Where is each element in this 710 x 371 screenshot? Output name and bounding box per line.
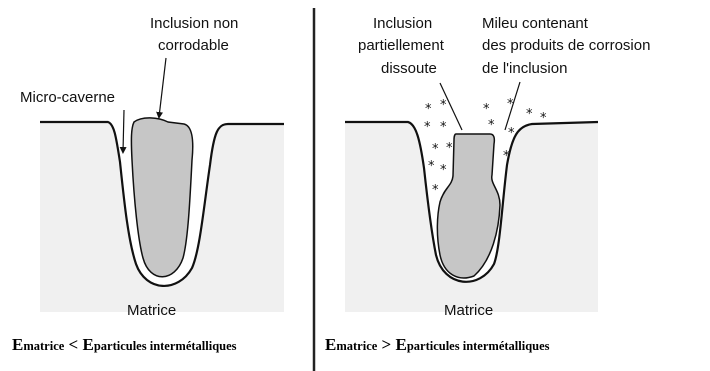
right-matrix-label: Matrice xyxy=(444,302,493,319)
right-caption: Ematrice > Eparticules intermétalliques xyxy=(325,335,550,354)
right-panel: Inclusion partiellement dissoute Mileu c… xyxy=(325,15,650,354)
corrosion-product-star: * xyxy=(425,102,432,117)
right-medium-label-line2: des produits de corrosion xyxy=(482,37,650,54)
left-panel: Inclusion non corrodable Micro-caverne M… xyxy=(12,15,284,354)
left-caption-sub2: particules intermétalliques xyxy=(94,339,237,353)
corrosion-product-star: * xyxy=(526,107,533,122)
right-caption-sub1: matrice xyxy=(336,339,377,353)
corrosion-product-star: * xyxy=(424,120,431,135)
left-inclusion-label-line1: Inclusion non xyxy=(150,15,238,32)
corrosion-product-star: * xyxy=(483,102,490,117)
corrosion-product-star: * xyxy=(428,159,435,174)
right-caption-e2: E xyxy=(395,335,406,354)
right-medium-label-line3: de l'inclusion xyxy=(482,60,567,77)
right-caption-op: > xyxy=(377,335,395,354)
right-caption-sub2: particules intermétalliques xyxy=(407,339,550,353)
left-cavern-label: Micro-caverne xyxy=(20,89,115,106)
left-caption: Ematrice < Eparticules intermétalliques xyxy=(12,335,237,354)
corrosion-products: **************** xyxy=(424,97,547,198)
corrosion-product-star: * xyxy=(440,163,447,178)
corrosion-product-star: * xyxy=(503,149,510,164)
left-cavern-pointer xyxy=(119,109,127,154)
right-matrix xyxy=(345,122,598,312)
corrosion-product-star: * xyxy=(432,183,439,198)
right-inclusion-pointer xyxy=(439,82,463,131)
right-inclusion-label-line2: partiellement xyxy=(358,37,445,54)
corrosion-product-star: * xyxy=(440,120,447,135)
corrosion-product-star: * xyxy=(540,111,547,126)
right-inclusion xyxy=(436,133,501,279)
corrosion-product-star: * xyxy=(507,97,514,112)
corrosion-product-star: * xyxy=(440,98,447,113)
corrosion-product-star: * xyxy=(432,142,439,157)
right-inclusion-label-line1: Inclusion xyxy=(373,15,432,32)
right-medium-pointer xyxy=(504,81,521,131)
left-caption-op: < xyxy=(64,335,82,354)
right-medium-label-line1: Mileu contenant xyxy=(482,15,589,32)
corrosion-product-star: * xyxy=(488,118,495,133)
left-caption-e1: E xyxy=(12,335,23,354)
left-pit-outline xyxy=(40,120,284,287)
left-caption-e2: E xyxy=(82,335,93,354)
left-inclusion xyxy=(130,117,194,278)
right-inclusion-label-line3: dissoute xyxy=(381,60,437,77)
right-caption-e1: E xyxy=(325,335,336,354)
left-matrix xyxy=(40,122,284,312)
left-matrix-label: Matrice xyxy=(127,302,176,319)
left-inclusion-label-line2: corrodable xyxy=(158,37,229,54)
corrosion-product-star: * xyxy=(446,141,453,156)
right-pit-outline xyxy=(345,120,599,283)
left-inclusion-pointer xyxy=(156,57,167,119)
corrosion-product-star: * xyxy=(508,126,515,141)
left-caption-sub1: matrice xyxy=(23,339,64,353)
